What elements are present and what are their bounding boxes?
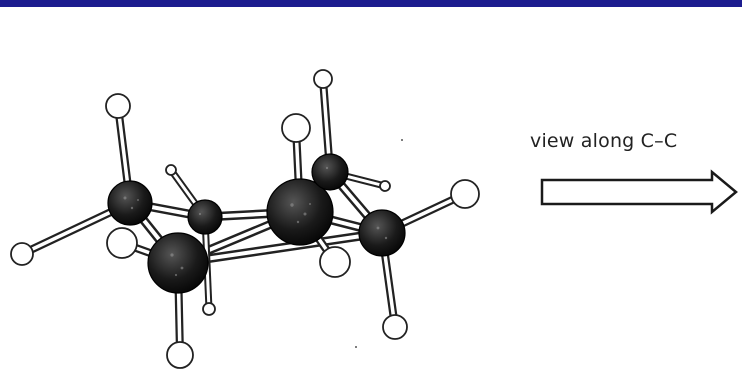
hydrogen-atom [379,180,391,192]
hydrogen-atoms [10,69,480,369]
hydrogen-atom [105,93,131,119]
view-along-label: view along C–C [530,130,678,152]
hydrogen-atom [202,302,216,316]
scan-dots [355,139,403,348]
carbon-atoms [107,153,406,294]
hydrogen-atom [313,69,333,89]
carbon-atom [358,209,406,257]
hydrogen-atom [382,314,408,340]
hydrogen-atom [106,227,138,259]
hydrogen-atom [10,242,34,266]
carbon-atom [266,178,334,246]
hydrogen-atom [319,246,351,278]
carbon-atom [187,199,223,235]
right-arrow-icon [540,169,738,215]
carbon-atom [107,180,153,226]
header-bar [0,0,742,7]
hydrogen-atom [166,341,194,369]
carbon-atom [147,232,209,294]
hydrogen-atom [281,113,311,143]
carbon-atom [311,153,349,191]
carbon-speckles [123,166,388,277]
hydrogen-atom [165,164,177,176]
hydrogen-atom [450,179,480,209]
